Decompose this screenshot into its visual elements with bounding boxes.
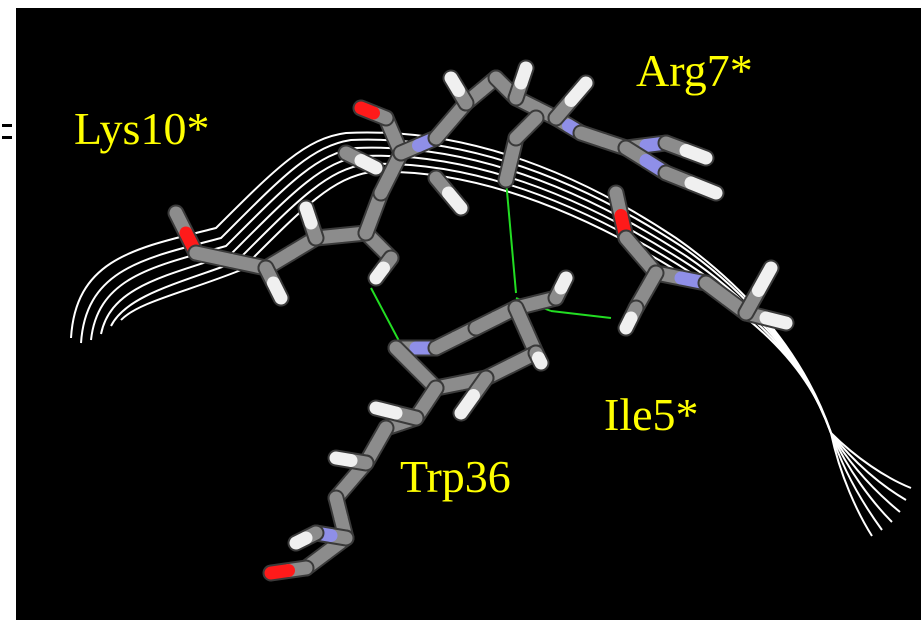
bond-half — [354, 101, 380, 120]
bond-half — [684, 176, 723, 200]
bond-half — [752, 261, 778, 297]
bond-half — [444, 71, 465, 97]
bond-half — [532, 351, 548, 370]
molecular-viewer[interactable]: Lys10* Arg7* Ile5* Trp36 — [16, 8, 921, 620]
bond-half — [389, 341, 423, 375]
bond-half — [514, 61, 533, 90]
bond-half — [289, 531, 313, 550]
bond-half — [299, 201, 318, 230]
bond-half — [442, 186, 468, 215]
bond-half — [554, 271, 573, 295]
bond-half — [354, 154, 383, 175]
residue-label-lys10: Lys10* — [74, 103, 210, 154]
bond-half — [619, 311, 638, 335]
bond-sticks — [167, 59, 795, 582]
bond-half — [369, 261, 390, 285]
residue-label-trp36: Trp36 — [400, 451, 511, 502]
bond-half — [264, 564, 295, 580]
bond-half — [329, 451, 358, 467]
molecule-canvas — [70, 59, 912, 582]
residue-label-arg7: Arg7* — [636, 45, 753, 96]
edge-fragment — [0, 116, 14, 156]
bond-half — [679, 144, 713, 165]
bond-half — [519, 111, 543, 135]
bond-half — [759, 311, 793, 330]
bond-half — [369, 401, 403, 420]
bond-half — [267, 276, 288, 305]
bond-half — [454, 389, 480, 420]
bond-half — [564, 76, 593, 107]
residue-label-ile5: Ile5* — [604, 389, 699, 440]
